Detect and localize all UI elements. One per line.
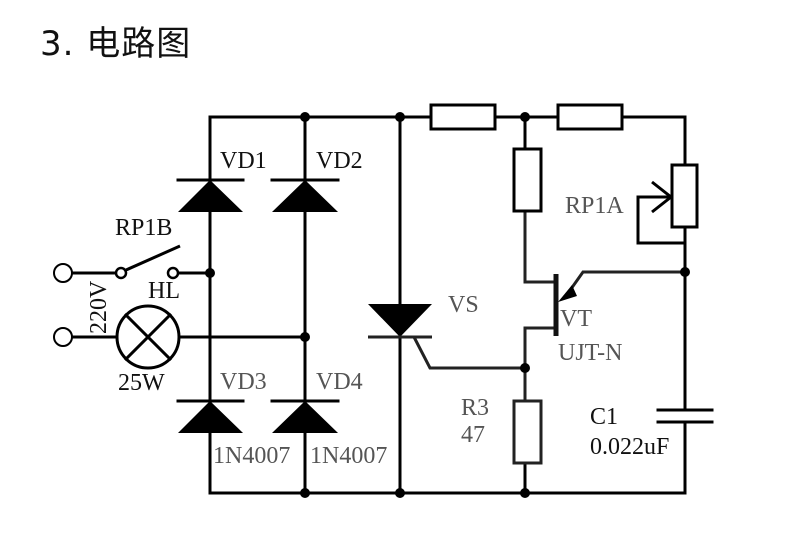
label-c1-value: 0.022uF <box>590 434 669 460</box>
pot-wiper-loop <box>636 195 687 245</box>
b2-wire <box>523 211 556 284</box>
junction-dot <box>520 112 530 122</box>
diode-triangle <box>178 401 243 433</box>
diode-vd1 <box>176 178 245 212</box>
ujt-emitter-arrow-icon <box>558 285 577 302</box>
capacitor-c1 <box>656 408 714 424</box>
label-vd4-part: 1N4007 <box>310 443 387 469</box>
switch-contact <box>166 266 180 280</box>
label-vd3: VD3 <box>220 369 267 395</box>
label-lamp-power: 25W <box>118 370 165 396</box>
label-rp1b: RP1B <box>115 215 172 241</box>
lamp-cross <box>123 312 173 362</box>
b1-wire <box>523 326 556 401</box>
resistor-top-right <box>556 103 624 131</box>
pot-wiper-arrow-icon <box>651 180 674 214</box>
label-vs: VS <box>448 292 479 318</box>
label-r3-value: 47 <box>461 422 485 448</box>
resistor-top-left <box>429 103 497 131</box>
label-vd1: VD1 <box>220 148 267 174</box>
label-c1: C1 <box>590 404 618 430</box>
gate-wire <box>412 336 525 370</box>
resistor-r3 <box>512 399 543 465</box>
label-vd4: VD4 <box>316 369 363 395</box>
page-title: 3. 电路图 <box>40 24 192 64</box>
switch-lever <box>125 244 181 272</box>
label-voltage: 220V <box>86 280 112 334</box>
emitter-wire <box>564 270 685 297</box>
label-vd2: VD2 <box>316 148 363 174</box>
diode-vd2 <box>270 178 340 212</box>
junction-dot <box>300 488 310 498</box>
junction-dot <box>205 268 215 278</box>
thyristor-vs <box>368 304 432 339</box>
label-rp1a: RP1A <box>565 193 624 219</box>
junction-dot <box>520 363 530 373</box>
diode-vd3 <box>176 399 245 433</box>
potentiometer-rp1a <box>636 163 699 245</box>
junction-dot <box>395 488 405 498</box>
label-vd3-part: 1N4007 <box>213 443 290 469</box>
junction-dot <box>520 488 530 498</box>
junction-dot <box>680 267 690 277</box>
label-r3: R3 <box>461 395 489 421</box>
junction-dot <box>395 112 405 122</box>
ac-terminal-top <box>53 263 73 283</box>
top-right-wire <box>620 115 687 167</box>
lamp-hl <box>115 304 181 370</box>
label-hl: HL <box>148 278 180 304</box>
ujt-vt <box>553 274 577 336</box>
diode-triangle <box>272 401 338 433</box>
pot-body <box>670 163 699 229</box>
resistor-b2 <box>512 147 543 213</box>
diode-triangle <box>272 180 338 212</box>
switch-rp1b[interactable] <box>114 244 181 280</box>
junction-dot <box>300 112 310 122</box>
diode-triangle <box>178 180 243 212</box>
diode-vd4 <box>270 399 340 433</box>
junctions <box>205 112 690 498</box>
switch-contact <box>114 266 128 280</box>
ac-terminal-bottom <box>53 327 73 347</box>
thyristor-triangle <box>368 304 432 337</box>
label-vt: VT <box>560 306 592 332</box>
junction-dot <box>300 332 310 342</box>
label-vt-type: UJT-N <box>558 340 622 366</box>
